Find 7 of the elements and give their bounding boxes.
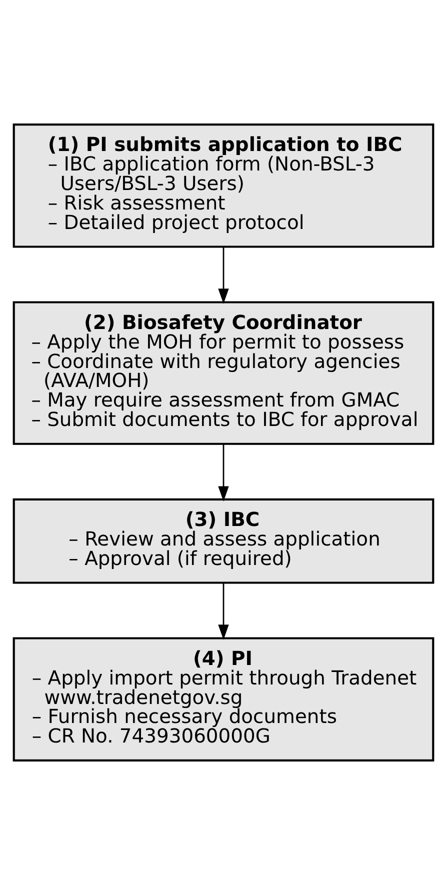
node-box: (3) IBC – Review and assess application – Approval (if required) bbox=[12, 498, 434, 584]
node-box: (2) Biosafety Coordinator – Apply the MOH for permit to possess – Coordinate with regulatory agencies (AVA/MOH) – May require assessment from GMAC – Submit documents to IBC for approval bbox=[12, 300, 434, 444]
node-box: (4) PI – Apply import permit through Tradenet www.tradenetgov.sg – Furnish necessary documents – CR No. 74393060000G bbox=[12, 636, 434, 761]
arrow bbox=[218, 246, 229, 304]
arrow bbox=[218, 444, 229, 501]
node-box: (1) PI submits application to IBC – IBC application form (Non-BSL-3 Users/BSL-3 Users) – Risk assessment – Detailed project protocol bbox=[12, 123, 434, 248]
arrow bbox=[218, 582, 229, 640]
